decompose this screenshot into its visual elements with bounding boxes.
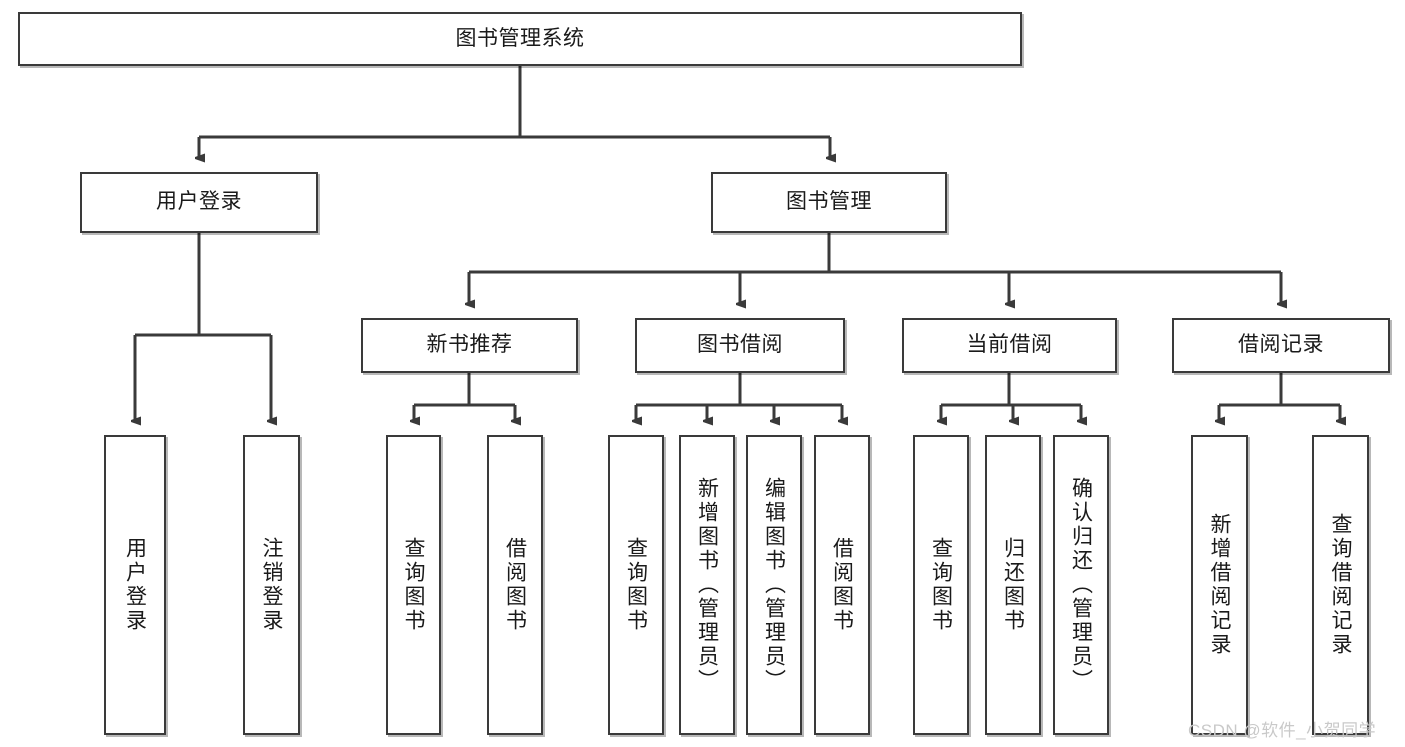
node-leaf-borrow-book-1-label: 借阅图书 <box>503 537 527 633</box>
node-leaf-query-record[interactable]: 查询借阅记录 <box>1312 435 1369 735</box>
node-book-manage-label: 图书管理 <box>786 190 872 214</box>
node-borrow-record-label: 借阅记录 <box>1238 333 1324 357</box>
node-leaf-logout[interactable]: 注销登录 <box>243 435 300 735</box>
node-root-label: 图书管理系统 <box>455 26 585 50</box>
node-leaf-query-record-label: 查询借阅记录 <box>1329 513 1352 657</box>
node-current-borrow[interactable]: 当前借阅 <box>902 318 1117 373</box>
node-borrow-record[interactable]: 借阅记录 <box>1172 318 1390 373</box>
node-current-borrow-label: 当前借阅 <box>966 333 1053 357</box>
node-leaf-confirm-return[interactable]: 确认归还（管理员） <box>1053 435 1109 735</box>
node-leaf-user-login[interactable]: 用户登录 <box>104 435 166 735</box>
node-leaf-borrow-book-2-label: 借阅图书 <box>830 537 854 633</box>
node-leaf-query-book-3[interactable]: 查询图书 <box>913 435 969 735</box>
node-leaf-edit-book-label: 编辑图书（管理员） <box>762 477 786 693</box>
node-leaf-add-record-label: 新增借阅记录 <box>1208 513 1231 657</box>
node-leaf-return-book-label: 归还图书 <box>1001 537 1025 633</box>
node-leaf-borrow-book-1[interactable]: 借阅图书 <box>487 435 543 735</box>
node-leaf-add-record[interactable]: 新增借阅记录 <box>1191 435 1248 735</box>
node-book-borrow[interactable]: 图书借阅 <box>635 318 845 373</box>
node-leaf-add-book-label: 新增图书（管理员） <box>695 477 719 693</box>
node-leaf-edit-book[interactable]: 编辑图书（管理员） <box>746 435 802 735</box>
node-new-book-rec[interactable]: 新书推荐 <box>361 318 578 373</box>
node-leaf-query-book-1[interactable]: 查询图书 <box>386 435 441 735</box>
node-leaf-add-book[interactable]: 新增图书（管理员） <box>679 435 735 735</box>
node-leaf-borrow-book-2[interactable]: 借阅图书 <box>814 435 870 735</box>
node-leaf-query-book-2-label: 查询图书 <box>624 537 648 633</box>
node-book-borrow-label: 图书借阅 <box>697 333 783 357</box>
node-leaf-query-book-3-label: 查询图书 <box>929 537 953 633</box>
node-leaf-user-login-label: 用户登录 <box>123 537 147 633</box>
node-root[interactable]: 图书管理系统 <box>18 12 1022 66</box>
node-user-login-label: 用户登录 <box>156 190 242 214</box>
csdn-watermark: CSDN @软件_小贺同学 <box>1188 721 1377 740</box>
node-leaf-return-book[interactable]: 归还图书 <box>985 435 1041 735</box>
node-user-login[interactable]: 用户登录 <box>80 172 318 233</box>
node-leaf-confirm-return-label: 确认归还（管理员） <box>1069 477 1093 693</box>
node-leaf-logout-label: 注销登录 <box>260 537 283 633</box>
node-book-manage[interactable]: 图书管理 <box>711 172 947 233</box>
node-leaf-query-book-2[interactable]: 查询图书 <box>608 435 664 735</box>
node-new-book-rec-label: 新书推荐 <box>426 333 513 357</box>
node-leaf-query-book-1-label: 查询图书 <box>402 537 425 633</box>
